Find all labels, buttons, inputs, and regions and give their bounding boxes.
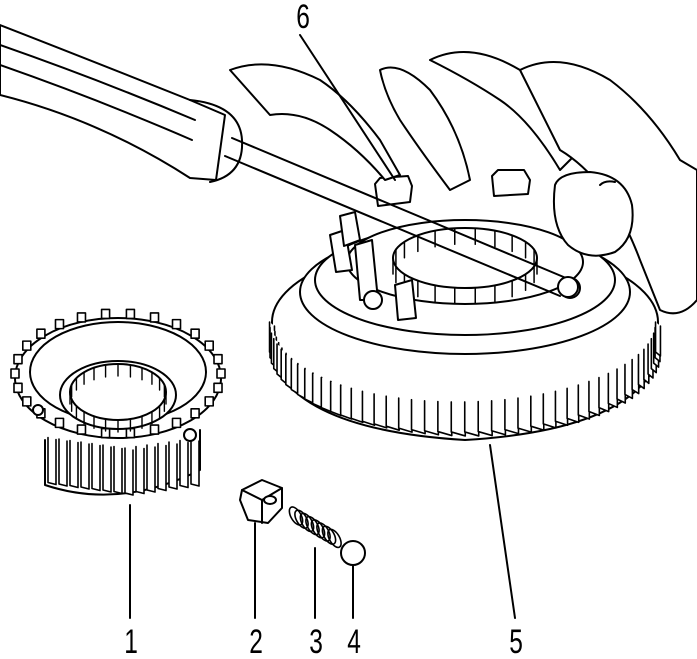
shifting-key (239, 479, 283, 524)
gear-teeth (268, 321, 662, 437)
callout-3: 3 (309, 623, 323, 659)
spring (288, 506, 342, 549)
screwdriver (0, 24, 579, 298)
sleeve-splines (69, 363, 167, 433)
sleeve-top-teeth (10, 308, 226, 439)
synchronizer-gear-assembly (268, 169, 662, 441)
callout-2: 2 (249, 623, 263, 659)
callout-4: 4 (347, 623, 361, 659)
callout-1: 1 (124, 623, 138, 659)
hand-outline (229, 51, 697, 315)
synchronizer-sleeve (10, 308, 226, 496)
callout-6: 6 (296, 0, 310, 36)
sleeve-teeth (47, 436, 200, 496)
ball (340, 540, 366, 566)
leader-lines (129, 34, 516, 619)
callout-5: 5 (509, 623, 523, 659)
